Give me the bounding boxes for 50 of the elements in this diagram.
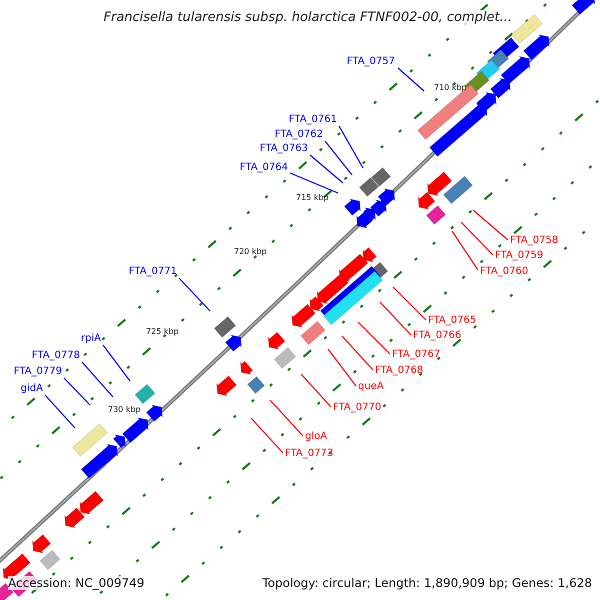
leader-line (358, 322, 390, 354)
leader-line (178, 278, 210, 312)
gene-label: rpiA (80, 333, 101, 345)
scale-label: 710 kbp (434, 83, 467, 93)
gene-label: FTA_0766 (413, 330, 462, 342)
scale-label: 725 kbp (146, 327, 179, 337)
leader-line (250, 418, 284, 454)
gene-label: FTA_0763 (260, 143, 308, 155)
leader-line (310, 154, 344, 184)
gene-label: FTA_0762 (274, 129, 323, 141)
gene-label: FTA_0757 (346, 56, 395, 68)
leader-line (328, 348, 356, 386)
scale-label: 715 kbp (296, 193, 329, 203)
leader-line (270, 400, 304, 436)
gene-label: FTA_0770 (333, 402, 382, 414)
gene-label: FTA_0771 (128, 266, 177, 278)
gene-label: FTA_0760 (480, 266, 528, 278)
leader-line (102, 344, 130, 382)
leader-line (392, 286, 426, 320)
leader-line (44, 394, 76, 428)
leader-line (64, 378, 90, 406)
gene-label: FTA_0759 (495, 250, 544, 262)
leader-line (452, 230, 478, 270)
leader-line (460, 222, 494, 256)
gene-label: FTA_0778 (32, 350, 80, 362)
leader-line (398, 68, 424, 92)
gene-label: queA (358, 381, 384, 393)
leader-line (342, 336, 374, 370)
gene-label: FTA_0768 (375, 365, 424, 377)
scale-label: 730 kbp (108, 405, 141, 415)
gene-label: FTA_0765 (428, 315, 476, 327)
leader-line (82, 362, 114, 398)
leader-line (290, 172, 338, 194)
gene-label: FTA_0773 (285, 448, 334, 460)
gene-label: FTA_0779 (14, 366, 62, 378)
accession-text: Accession: NC_009749 (8, 576, 144, 590)
leader-line (300, 374, 332, 408)
map-title: Francisella tularensis subsp. holarctica FTNF002-00, complet... (104, 10, 512, 25)
leader-line (472, 210, 508, 240)
leader-line (338, 126, 364, 168)
leader-line (324, 140, 352, 176)
gene-label: FTA_0767 (392, 349, 440, 361)
gene-label: FTA_0758 (510, 235, 558, 247)
leader-line (380, 302, 412, 336)
gene-label: FTA_0764 (240, 162, 288, 174)
gene-label: FTA_0761 (288, 114, 337, 126)
scale-label: 720 kbp (234, 247, 267, 257)
gene-label: gidA (20, 383, 43, 395)
genome-summary-text: Topology: circular; Length: 1,890,909 bp; Genes: 1,628 (262, 576, 592, 590)
gene-label: gloA (305, 431, 328, 443)
